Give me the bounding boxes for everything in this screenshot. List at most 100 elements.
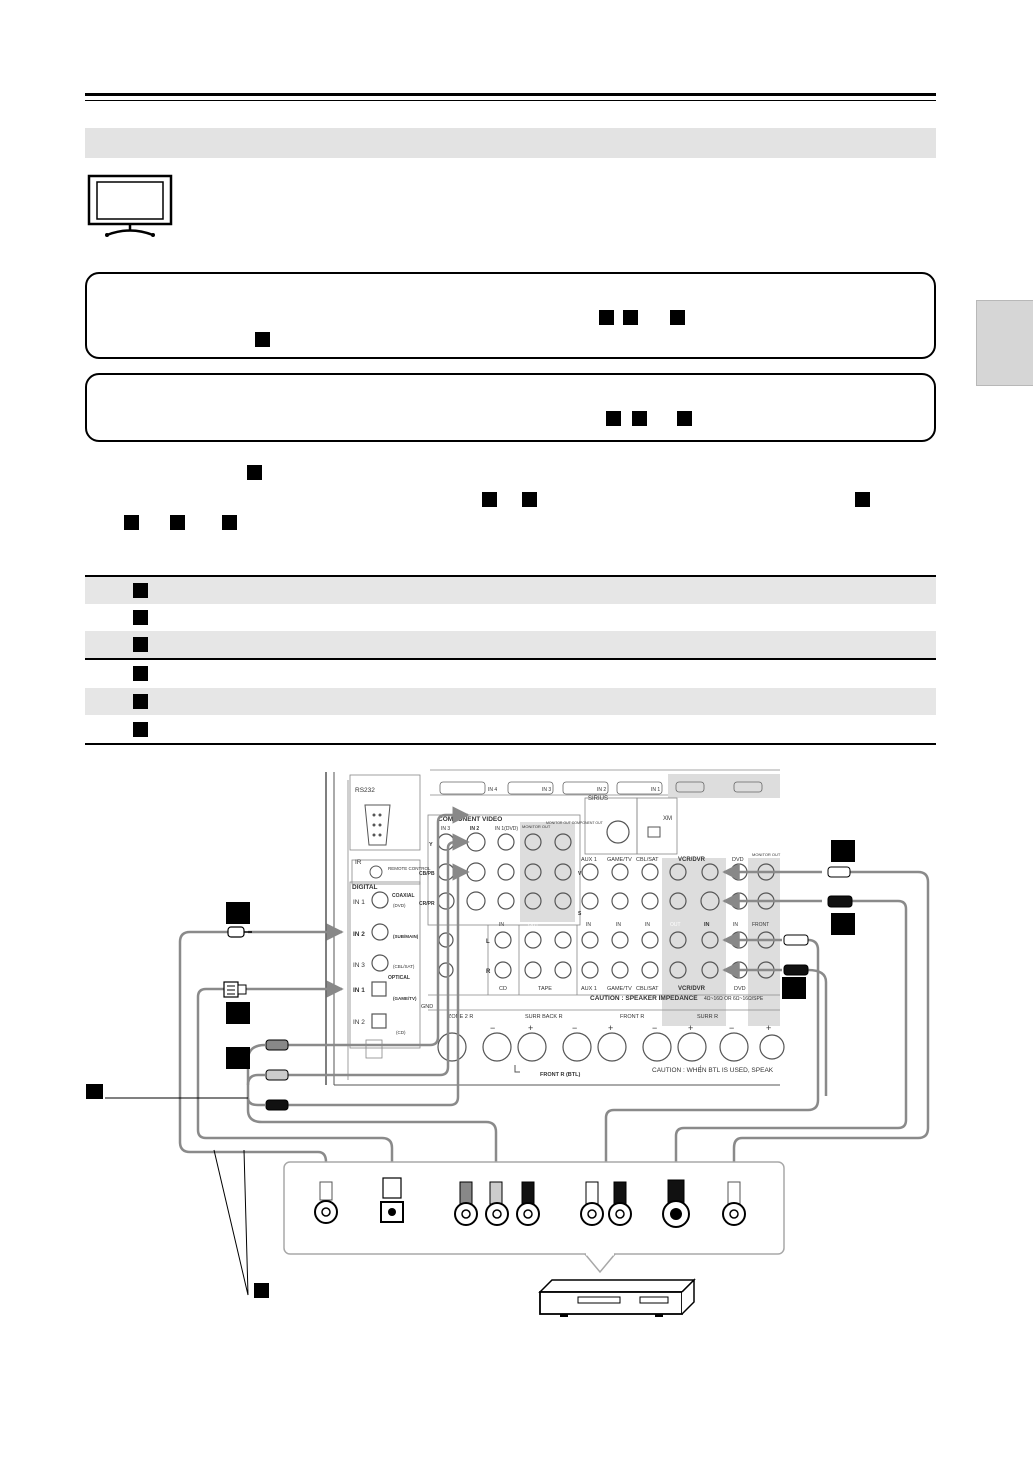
cables [178, 806, 930, 1185]
connection-diagram: RS232 IR REMOTE CONTROL DIGITAL COAXIAL … [86, 769, 930, 1317]
connection-marker-square [599, 310, 614, 325]
vcr-dvr-label: VCR/DVR [678, 986, 706, 992]
table-mid-rule [85, 658, 936, 660]
monitor-out-component-label: MONITOR OUT COMPONENT OUT [546, 821, 604, 825]
bottom-label: CBL/SAT [636, 986, 659, 992]
connection-marker-square [222, 515, 237, 530]
rca-plug [783, 964, 809, 976]
zone2-label: ZONE 2 R [448, 1014, 473, 1020]
minus-sign: − [572, 1023, 577, 1033]
plus-sign: + [766, 1023, 771, 1033]
front-r-label: FRONT R [620, 1014, 644, 1020]
ir-label: IR [355, 859, 362, 866]
minus-sign: − [490, 1023, 495, 1033]
connection-marker-square [133, 637, 148, 652]
bottom-label: TAPE [538, 986, 552, 992]
y-label: Y [429, 842, 433, 848]
table-row [85, 716, 936, 743]
l-label: L [486, 939, 490, 945]
digital-input-label: IN 2 [353, 931, 365, 938]
connection-marker-square [606, 411, 621, 426]
connection-marker-square [124, 515, 139, 530]
header-rule-thick [85, 93, 936, 96]
connection-marker-square [522, 492, 537, 507]
connection-marker-square [855, 492, 870, 507]
digital-sub-label: (SUB/MAIN) [393, 934, 419, 939]
chapter-side-tab [976, 300, 1033, 386]
s-label: S [578, 911, 582, 917]
panel-labels: RS232 IR REMOTE CONTROL DIGITAL COAXIAL … [352, 787, 781, 1078]
digital-input-label: IN 3 [353, 962, 365, 969]
connection-marker-square [133, 583, 148, 598]
coaxial-label: COAXIAL [392, 893, 415, 899]
gnd-label: GND [421, 1004, 433, 1010]
hdmi-input-label: IN 1 [651, 787, 660, 793]
remote-control-label: REMOTE CONTROL [388, 866, 431, 871]
r-label: R [486, 969, 491, 975]
connection-marker-square [255, 332, 270, 347]
surr-r-label: SURR R [697, 1014, 718, 1020]
impedance-value: 4Ω~16Ω OR 6Ω~16Ω/SPE [704, 996, 764, 1002]
out-label: OUT [528, 922, 539, 928]
connection-marker-square [482, 492, 497, 507]
column-label: GAME/TV [607, 857, 632, 863]
coaxial-plug [227, 926, 245, 938]
column-label: VCR/DVR [678, 857, 706, 863]
cr-label: CR/PR [419, 901, 435, 907]
component-input-label: IN 1(DVD) [495, 826, 518, 832]
digital-input-label: IN 2 [353, 1019, 365, 1026]
column-label: CBL/SAT [636, 857, 659, 863]
column-label: AUX 1 [581, 857, 597, 863]
connection-marker-square [677, 411, 692, 426]
v-label: V [578, 871, 582, 877]
bottom-label: CD [499, 986, 507, 992]
sirius-label: SIRIUS [588, 796, 608, 802]
monitor-out-label: MONITOR OUT [522, 824, 551, 829]
connection-marker-square [133, 666, 148, 681]
rca-plug [265, 1039, 289, 1051]
column-label: DVD [732, 857, 744, 863]
surr-back-label: SURR BACK R [525, 1014, 563, 1020]
connection-marker-square [632, 411, 647, 426]
plus-sign: + [608, 1023, 613, 1033]
minus-sign: − [652, 1023, 657, 1033]
digital-input-label: IN 1 [353, 987, 365, 994]
hdmi-input-label: IN 2 [597, 787, 606, 793]
digital-sub-label: (CBL/SAT) [393, 964, 415, 969]
rca-plug [783, 934, 809, 946]
connection-marker-square [670, 310, 685, 325]
digital-sub-label: (DVD) [393, 903, 406, 908]
cb-label: CB/PB [419, 871, 435, 877]
front-r-btl-label: FRONT R (BTL) [540, 1072, 580, 1078]
hdmi-input-label: IN 4 [488, 787, 497, 793]
connection-marker-square [247, 465, 262, 480]
connection-marker-square [133, 722, 148, 737]
monitor-out-label: MONITOR OUT [752, 852, 781, 857]
plus-sign: + [688, 1023, 693, 1033]
table-top-rule [85, 575, 936, 577]
digital-label: DIGITAL [352, 884, 378, 891]
connection-label-squares [86, 840, 855, 1298]
tv-icon [87, 174, 173, 237]
connection-marker-square [170, 515, 185, 530]
player-jacks [314, 1177, 746, 1228]
connection-marker-square [623, 310, 638, 325]
digital-sub-label: (GAME/TV) [393, 996, 417, 1001]
note-box-2 [85, 373, 936, 442]
vcr-in-label: IN [704, 922, 710, 928]
digital-sub-label: (CD) [396, 1030, 406, 1035]
connection-marker-square [133, 610, 148, 625]
cable-plugs [223, 866, 853, 1111]
bottom-label: GAME/TV [607, 986, 632, 992]
digital-input-label: IN 1 [353, 899, 365, 906]
in-label: IN [616, 922, 621, 928]
optical-label: OPTICAL [388, 975, 410, 981]
note-box-1 [85, 272, 936, 359]
out-label: OUT [670, 922, 681, 928]
rca-plug [827, 866, 851, 878]
bottom-label: DVD [734, 986, 746, 992]
caution-btl: CAUTION : WHEN BTL IS USED, SPEAK [652, 1067, 774, 1074]
in-label: IN [645, 922, 650, 928]
table-row [85, 577, 936, 604]
component-video-label: COMPONENT VIDEO [438, 816, 502, 823]
